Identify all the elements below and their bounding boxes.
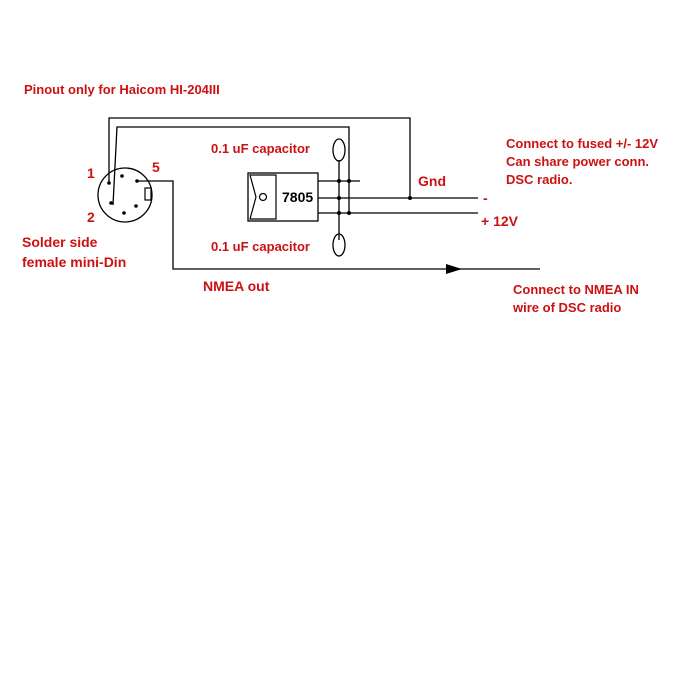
connector-label-line2: female mini-Din (22, 254, 126, 270)
regulator-label: 7805 (282, 189, 313, 205)
gnd-label: Gnd (418, 173, 446, 189)
junction (337, 179, 341, 183)
junction (337, 211, 341, 215)
wire-pin2-supply (112, 126, 350, 213)
pin-dot (122, 211, 126, 215)
nmea-in-note-line1: Connect to NMEA IN (513, 282, 639, 297)
pin-dot (120, 174, 124, 178)
capacitor-top-icon (332, 138, 346, 162)
regulator-tab-icon (249, 174, 277, 220)
nmea-out-label: NMEA out (203, 278, 270, 294)
pin5-label: 5 (152, 159, 160, 175)
pin1-label: 1 (87, 165, 95, 181)
capacitor-top-label: 0.1 uF capacitor (211, 141, 310, 156)
connector-label-line1: Solder side (22, 234, 98, 250)
power-note-line1: Connect to fused +/- 12V (506, 136, 658, 151)
nmea-in-note-line2: wire of DSC radio (512, 300, 621, 315)
wire-pin1-gnd (108, 117, 411, 198)
junction (347, 211, 351, 215)
connector-body (97, 167, 153, 223)
power-note-line2: Can share power conn. (506, 154, 649, 169)
minus-label: - (483, 190, 488, 206)
capacitor-bottom-label: 0.1 uF capacitor (211, 239, 310, 254)
pinout-title: Pinout only for Haicom HI-204III (24, 82, 220, 97)
capacitor-bottom-icon (332, 233, 346, 257)
junction (347, 179, 351, 183)
mini-din-connector (97, 167, 153, 223)
power-note-line3: DSC radio. (506, 172, 572, 187)
regulator-hole-icon (258, 192, 268, 202)
wires (108, 117, 540, 274)
nmea-arrow-icon (446, 264, 462, 274)
connector-key (144, 187, 152, 201)
wire-nmea-out (137, 180, 540, 270)
pin2-dot (109, 201, 113, 205)
regulator-7805: 7805 (247, 172, 319, 222)
pin2-label: 2 (87, 209, 95, 225)
plus12-label: + 12V (481, 213, 519, 229)
junction (408, 196, 412, 200)
pin-dot (134, 204, 138, 208)
junction (337, 196, 341, 200)
